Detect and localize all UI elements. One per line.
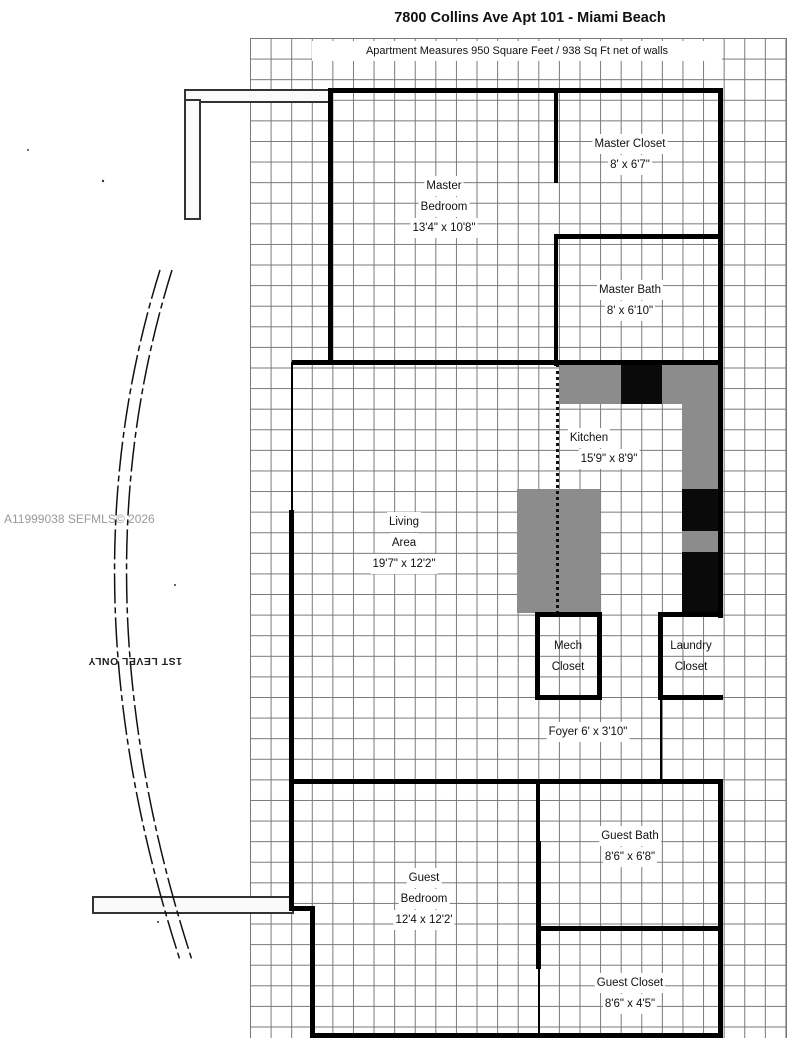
room-label-guest-closet: Guest Closet [594,973,666,993]
room-label-guest-bath: Guest Bath [599,826,661,846]
room-label-guest-bedroom: Guest [406,868,442,888]
room-dims-master-bath: 8' x 6'10" [604,301,656,321]
mls-watermark: A11999038 SEFMLS© 2026 [4,512,155,526]
wall [292,779,723,784]
wall [535,695,602,700]
wall [538,969,540,1038]
first-level-note: 1ST LEVEL ONLY [88,655,182,667]
room-dims-guest-bath: 8'6" x 6'8" [602,847,658,867]
room-label-living-area: Area [389,533,419,553]
room-label-living-area: Living [386,512,422,532]
wall [718,88,723,618]
kitchen-counter-top [560,364,622,404]
wall [538,926,723,931]
room-label-master-bath: Master Bath [597,280,663,300]
kitchen-appliance-right-1 [682,489,720,531]
wall [536,781,540,841]
kitchen-counter-right [682,404,720,489]
wall [310,1033,723,1038]
wall [535,612,602,617]
wall [291,362,293,512]
kitchen-appliance-right-2 [682,552,720,614]
balcony-top-vertical [184,99,201,220]
room-label-laundry-closet: Closet [674,661,708,673]
area-subtitle: Apartment Measures 950 Square Feet / 938… [312,41,722,61]
room-label-mech-closet: Closet [551,661,585,673]
room-label-master-bedroom: Master [424,176,464,196]
room-dims-master-bedroom: 13'4" x 10'8" [410,218,478,238]
curved-terrace-outline [27,149,193,961]
wall [554,234,723,239]
wall [658,695,723,700]
wall [292,360,723,365]
room-label-guest-bedroom: Bedroom [398,889,450,909]
room-label-laundry-closet: Laundry [670,640,712,652]
room-label-master-bedroom: Bedroom [418,197,470,217]
kitchen-boundary-dotted [556,364,559,614]
room-label-master-closet: Master Closet [592,134,668,154]
room-dims-guest-closet: 8'6" x 4'5" [602,994,658,1014]
kitchen-appliance-top [621,364,662,404]
wall [660,698,662,783]
room-dims-kitchen: 15'9" x 8'9" [578,449,640,469]
kitchen-counter-right-mid [682,531,720,552]
wall [535,612,540,700]
wall [328,88,333,364]
room-label-kitchen: Kitchen [567,428,611,448]
wall [554,236,558,366]
room-label-foyer: Foyer 6' x 3'10" [546,722,630,742]
wall [536,841,541,969]
room-dims-living-area: 19'7" x 12'2" [370,554,438,574]
wall [718,779,723,1038]
room-dims-guest-bedroom: 12'4 x 12'2' [393,910,455,930]
wall [289,906,315,911]
wall [597,612,602,700]
wall [554,88,558,183]
wall [328,88,723,93]
page-title: 7800 Collins Ave Apt 101 - Miami Beach [394,10,666,26]
wall [289,510,294,910]
wall [658,612,723,617]
room-label-mech-closet: Mech [553,640,583,652]
wall [310,906,315,1038]
kitchen-counter-right-top [662,364,720,404]
wall [658,612,663,700]
room-dims-master-closet: 8' x 6'7" [608,155,652,175]
